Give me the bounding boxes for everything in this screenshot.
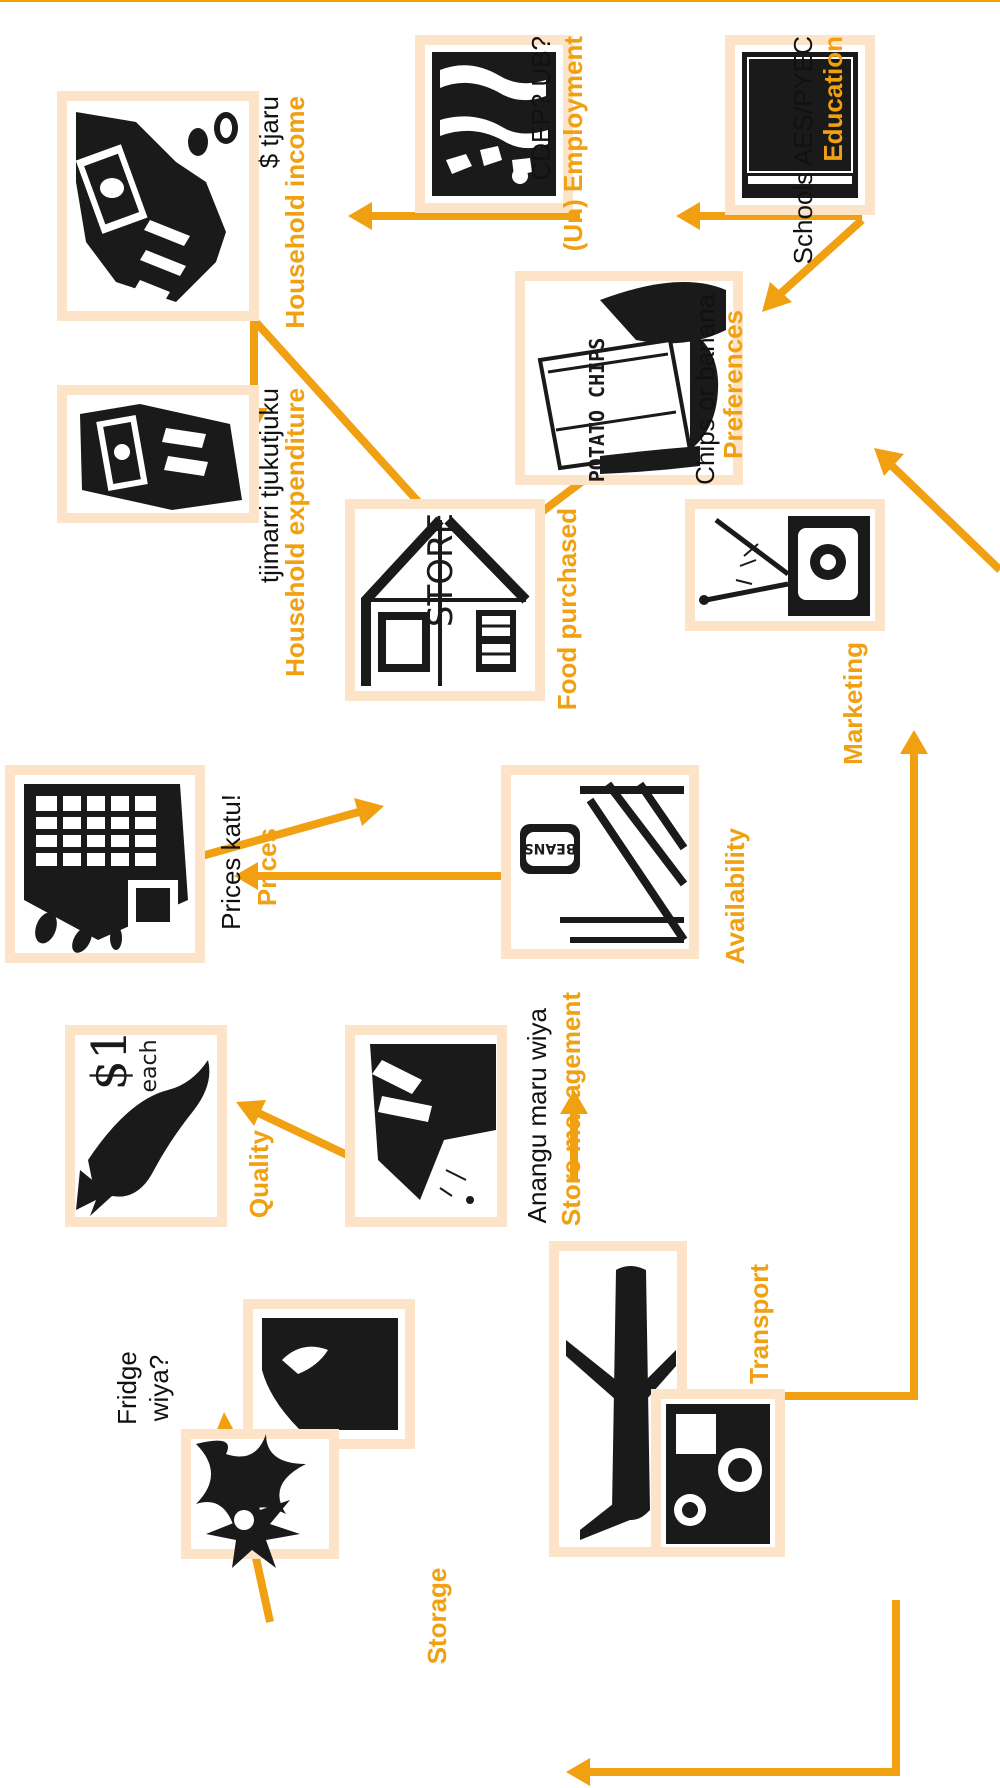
- arrow-head: [348, 202, 372, 230]
- food-purchased-title: Food purchased: [552, 508, 582, 710]
- storage-box-b: [186, 1434, 334, 1568]
- arrow-head: [566, 1758, 590, 1786]
- education-note: Schools AES/PYEC: [788, 36, 818, 264]
- household-expenditure-title: Household expenditure: [280, 388, 310, 677]
- arrow-head: [900, 730, 928, 754]
- arrow-transport-to-storage: [584, 1600, 896, 1772]
- store-management-note: Anangu maru wiya: [522, 1007, 552, 1223]
- household-expenditure-box: [62, 390, 254, 518]
- quality-box: $1 each: [70, 1029, 222, 1222]
- food-purchased-box: STORE: [350, 504, 540, 696]
- marketing-box: [690, 504, 880, 626]
- storage-box-a: [248, 1304, 410, 1444]
- arrow-head: [354, 798, 384, 826]
- store-management-title: Store management: [556, 992, 586, 1226]
- chips-pack-label: POTATO CHIPS: [585, 338, 609, 483]
- education-title: Education: [818, 36, 848, 162]
- beans-can-label: BEANS: [524, 840, 577, 856]
- truck-icon: [666, 1404, 770, 1544]
- store-sign-text: STORE: [421, 513, 461, 627]
- price-tag-amount: $1: [82, 1029, 138, 1090]
- arrow-marketing-to-preferences: [890, 464, 1000, 570]
- household-income-title: Household income: [280, 96, 310, 329]
- preferences-note: Chips or banana: [690, 293, 720, 484]
- arrow-head: [676, 202, 700, 230]
- storage-note-line2: wiya?: [144, 1355, 174, 1422]
- transport-box-b: [656, 1394, 780, 1552]
- employment-title: (Un) Employment: [558, 36, 588, 252]
- preferences-title: Preferences: [718, 310, 748, 459]
- store-management-box: [350, 1030, 502, 1222]
- storage-note-line1: Fridge: [112, 1351, 142, 1425]
- household-income-box: [62, 96, 254, 316]
- quality-title: Quality: [244, 1129, 274, 1218]
- prices-title: Prices: [252, 828, 282, 906]
- transport-title: Transport: [744, 1264, 774, 1384]
- employment-note: CDEP? UB?: [526, 36, 556, 181]
- prices-box: [10, 770, 200, 958]
- price-tag-each: each: [137, 1039, 162, 1092]
- availability-box: BEANS: [506, 770, 694, 954]
- availability-title: Availability: [720, 827, 750, 964]
- storage-title: Storage: [422, 1568, 452, 1665]
- marketing-title: Marketing: [838, 642, 868, 765]
- prices-note: Prices katu!: [216, 794, 246, 930]
